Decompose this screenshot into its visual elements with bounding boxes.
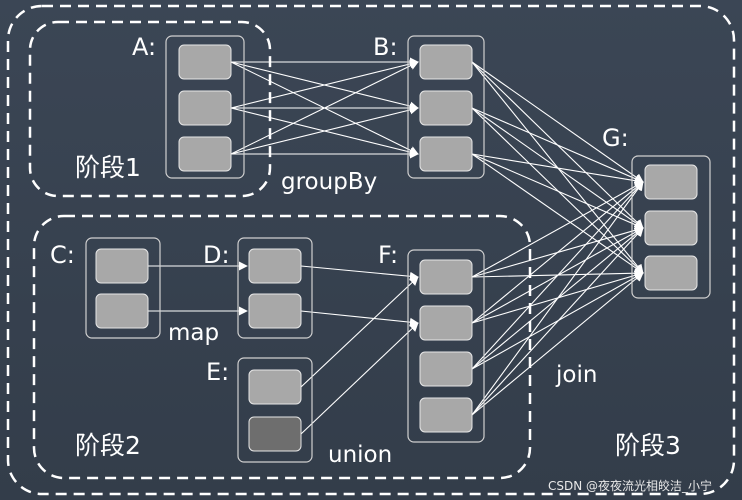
partition-g-1 [644,164,698,200]
stage1-boundary [28,20,272,198]
node-label-g: G: [602,124,629,152]
edge-f-g-24 [471,181,644,278]
partition-e-2 [248,416,302,452]
edge-f-g-30 [471,181,644,370]
partition-c-2 [95,293,149,329]
partition-f-1 [419,259,473,295]
edge-e-f-14 [300,322,419,435]
rdd-c-container [85,237,161,339]
node-label-d: D: [203,241,230,269]
partition-g-3 [644,255,698,291]
edge-a-b-7 [230,105,419,155]
partition-d-1 [248,248,302,284]
edge-a-b-6 [230,61,419,155]
op-label-join: join [555,362,597,388]
op-label-union: union [328,442,392,468]
edge-b-g-15 [471,61,644,183]
op-label-groupby: groupBy [281,169,377,195]
partition-f-4 [419,397,473,433]
partition-a-2 [178,90,232,126]
rdd-a-container [165,35,245,179]
node-label-e: E: [206,358,229,386]
node-label-b: B: [373,33,398,61]
partition-f-2 [419,305,473,341]
rdd-d-container [237,237,313,339]
stage-label-1: 阶段1 [75,153,141,182]
edge-f-g-35 [471,272,644,416]
edge-b-g-22 [471,153,644,229]
edge-a-b-3 [230,59,419,109]
partition-c-1 [95,248,149,284]
edge-d-f-11 [300,265,419,281]
partition-e-1 [248,369,302,405]
partition-g-2 [644,210,698,246]
stage-label-2: 阶段2 [75,431,141,460]
partition-a-3 [178,136,232,172]
partition-d-2 [248,293,302,329]
edge-f-g-27 [471,181,644,324]
rdd-f-container [407,249,485,443]
edge-b-g-23 [471,153,644,274]
stage3-boundary [6,4,736,496]
partition-f-3 [419,351,473,387]
stage-label-3: 阶段3 [615,431,681,460]
partition-a-1 [178,44,232,80]
op-label-map: map [168,320,219,346]
stage2-boundary [32,214,532,480]
node-label-f: F: [378,241,398,269]
watermark-text: CSDN @夜夜流光相皎洁_小宁 [548,478,712,493]
rdd-b-container [407,35,485,179]
node-label-c: C: [50,241,75,269]
edge-f-g-33 [471,181,644,416]
edge-e-f-13 [300,276,419,388]
edges [148,57,644,435]
edge-b-g-18 [471,107,644,183]
rdd-g-container [631,155,711,299]
rdd-e-container [237,357,313,463]
edge-b-g-21 [471,153,644,186]
partition-b-1 [419,44,473,80]
partition-b-2 [419,90,473,126]
partition-b-3 [419,136,473,172]
edge-f-g-34 [471,227,644,416]
edge-d-f-12 [300,310,419,327]
node-label-a: A: [132,33,156,61]
